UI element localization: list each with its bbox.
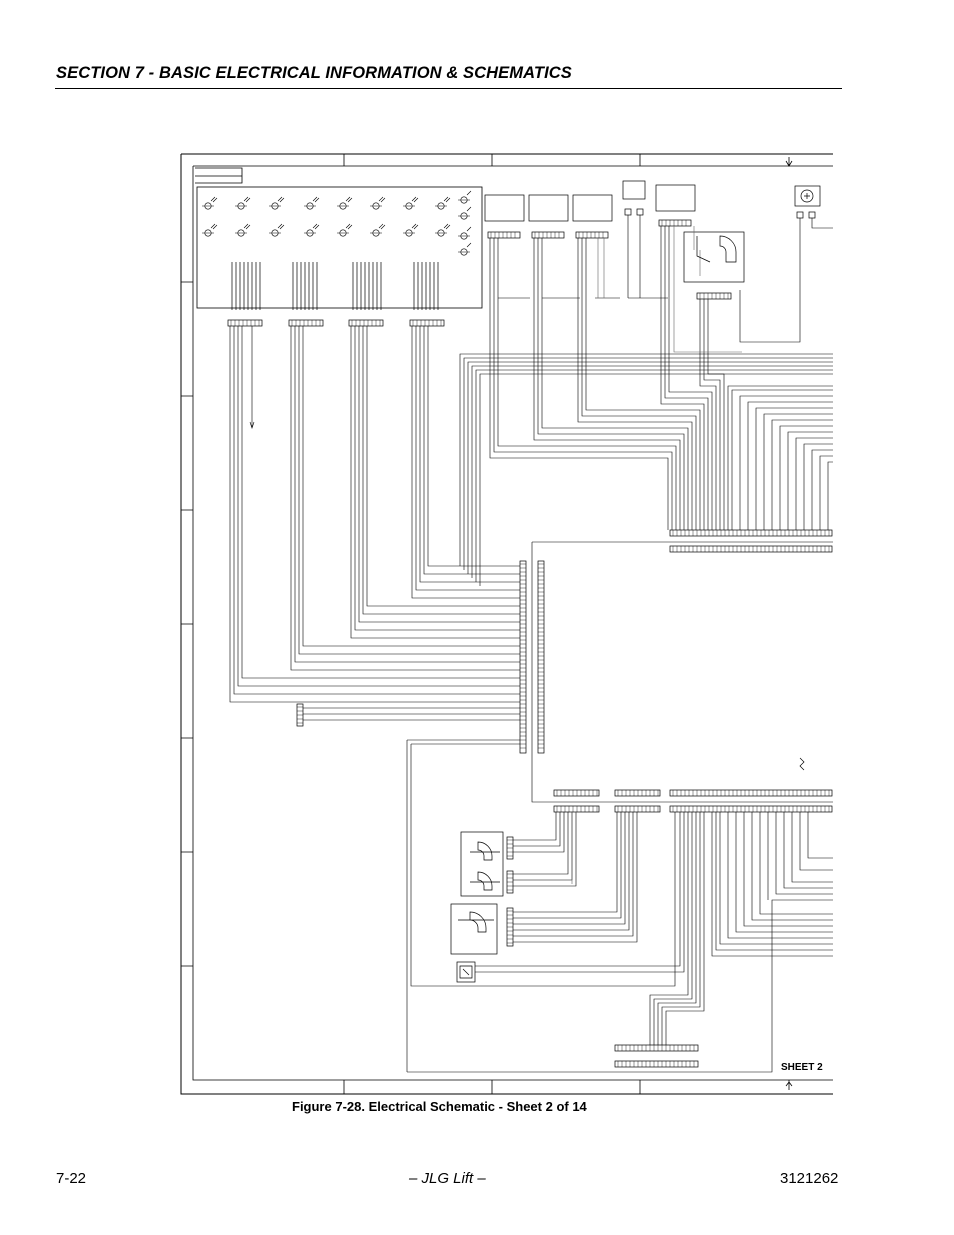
led-array — [202, 190, 472, 256]
joystick-lower-2 — [450, 903, 498, 955]
document-number: 3121262 — [780, 1170, 839, 1187]
connector-led-1 — [227, 319, 263, 327]
joystick-controller — [683, 231, 745, 283]
switch-module-3 — [572, 194, 613, 222]
connector-switch-2 — [531, 231, 565, 239]
switch-module-2 — [528, 194, 569, 222]
resistor-symbol — [799, 757, 805, 771]
connector-switch-3 — [575, 231, 609, 239]
connector-vertical-right — [537, 560, 545, 754]
page-number: 7-22 — [56, 1170, 87, 1187]
connector-led-2 — [288, 319, 324, 327]
switch-module-1 — [484, 194, 525, 222]
connector-led-3 — [348, 319, 384, 327]
connector-bottom-lower — [614, 1060, 699, 1068]
connector-led-4 — [409, 319, 445, 327]
schematic-inner-frame — [192, 165, 833, 1081]
wiring-harness — [229, 215, 833, 1073]
header-rule — [55, 88, 842, 89]
section-title: SECTION 7 - BASIC ELECTRICAL INFORMATION… — [56, 64, 572, 82]
footer-brand: – JLG Lift – — [409, 1170, 486, 1187]
connector-bottom-upper — [614, 1044, 699, 1052]
connector-switch-4 — [658, 219, 692, 227]
led-indicator-panel — [196, 186, 483, 309]
connector-main-upper — [669, 529, 833, 537]
connector-switch-1 — [487, 231, 521, 239]
connector-main-lower — [669, 545, 833, 553]
relay-small — [622, 180, 646, 200]
figure-caption: Figure 7-28. Electrical Schematic - Shee… — [292, 1099, 587, 1114]
connector-joystick — [696, 292, 732, 300]
schematic-outer-frame — [180, 153, 833, 1095]
switch-module-4 — [655, 184, 696, 212]
joystick-lower-1 — [460, 831, 504, 897]
connector-vertical-left — [519, 560, 527, 754]
